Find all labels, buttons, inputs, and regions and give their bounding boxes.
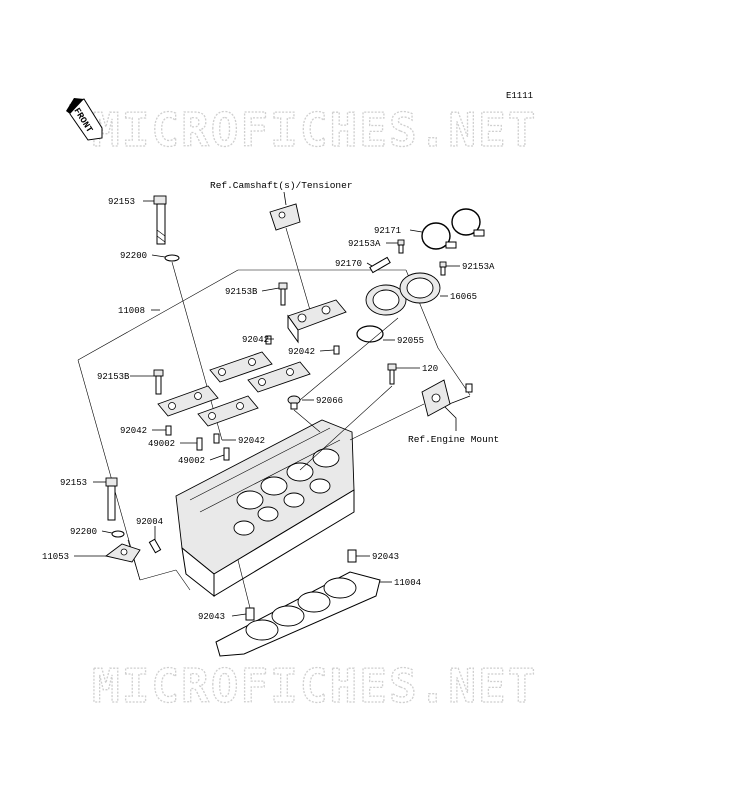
head-gasket-icon <box>215 571 381 657</box>
part-label-92153a-lower: 92153A <box>462 262 495 272</box>
cam-tensioner-ref-part <box>269 203 301 231</box>
part-label-92153b-lower: 92153B <box>97 372 130 382</box>
watermark-top: MICROFICHES.NET <box>92 103 537 157</box>
sleeve-49002-b-icon <box>223 447 230 461</box>
part-label-92055: 92055 <box>397 336 424 346</box>
cam-caps-lower-icon <box>157 351 311 427</box>
sleeve-49002-a-icon <box>196 437 203 451</box>
diagram-code: E1111 <box>506 91 533 101</box>
part-label-92200-top: 92200 <box>120 251 147 261</box>
stud-92004-icon <box>148 538 162 554</box>
part-label-120: 120 <box>422 364 438 374</box>
bolt-120-icon <box>387 363 397 385</box>
part-label-92004: 92004 <box>136 517 163 527</box>
part-label-92200-bottom: 92200 <box>70 527 97 537</box>
part-label-92170: 92170 <box>335 259 362 269</box>
engine-mount-bracket-icon <box>421 379 473 417</box>
bolt-92153-top-icon <box>153 195 167 245</box>
oring-92055-icon <box>356 325 384 343</box>
part-label-92153-bottom: 92153 <box>60 478 87 488</box>
part-label-92066: 92066 <box>316 396 343 406</box>
ref-engine-mount-label: Ref.Engine Mount <box>408 434 499 445</box>
part-label-92153-top: 92153 <box>108 197 135 207</box>
bracket-11053-icon <box>104 543 141 563</box>
part-label-92153a-upper: 92153A <box>348 239 381 249</box>
bolt-92153b-upper-icon <box>278 282 288 306</box>
screw-92153a-a-icon <box>397 239 405 254</box>
leader-lines <box>74 200 460 617</box>
part-label-92042-d: 92042 <box>238 436 265 446</box>
washer-92200-bottom-icon <box>111 530 125 538</box>
part-label-92043-right: 92043 <box>372 552 399 562</box>
part-label-92042-c: 92042 <box>120 426 147 436</box>
part-label-92042-b: 92042 <box>288 347 315 357</box>
part-label-92042-a: 92042 <box>242 335 269 345</box>
dowel-92042-b-icon <box>333 345 340 355</box>
dowel-92043-bottom-icon <box>245 607 255 621</box>
part-label-11004: 11004 <box>394 578 421 588</box>
intake-clamps-92171-icon <box>421 208 485 250</box>
bolt-92153b-lower-icon <box>153 369 164 395</box>
watermark-bottom: MICROFICHES.NET <box>92 659 537 713</box>
hose-92170-icon <box>369 256 391 274</box>
washer-92200-top-icon <box>164 254 180 262</box>
bolt-92153-bottom-icon <box>105 477 118 521</box>
ref-camshaft-label: Ref.Camshaft(s)/Tensioner <box>210 180 353 191</box>
dowel-92042-c-icon <box>165 425 172 436</box>
part-label-49002-b: 49002 <box>178 456 205 466</box>
part-label-11053: 11053 <box>42 552 69 562</box>
part-label-11008: 11008 <box>118 306 145 316</box>
screw-92153a-b-icon <box>439 261 447 276</box>
dowel-92042-d-icon <box>213 433 220 444</box>
dowel-92042-a-icon <box>265 335 272 345</box>
holder-16065-icon <box>365 272 441 316</box>
plug-92066-icon <box>287 395 301 410</box>
part-label-92153b-upper: 92153B <box>225 287 258 297</box>
cam-cap-upper-icon <box>287 299 347 344</box>
dowel-92043-right-icon <box>347 549 357 563</box>
part-label-92043-bottom: 92043 <box>198 612 225 622</box>
cylinder-head-icon <box>175 419 355 598</box>
part-label-92171: 92171 <box>374 226 401 236</box>
part-label-16065: 16065 <box>450 292 477 302</box>
part-label-49002-a: 49002 <box>148 439 175 449</box>
